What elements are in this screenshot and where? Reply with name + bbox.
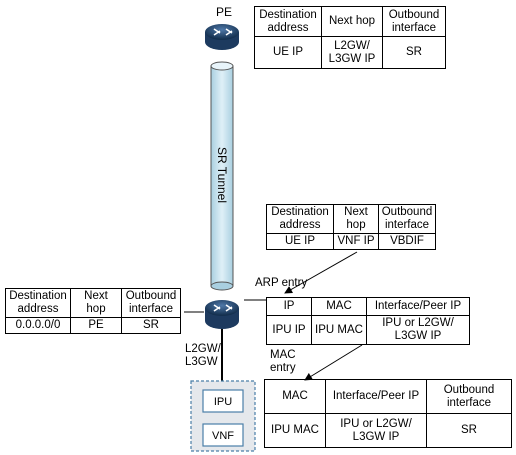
gateway-router-icon [205,300,239,329]
gateway-label-line1: L2GW/ [185,343,221,355]
arp-entry-label: ARP entry [255,277,308,289]
pe-table-header: Next hop [321,6,383,37]
mac-entry-label: MAC entry [270,349,296,375]
mac-table-cell: IPU MAC [264,413,326,448]
pe-table-header: Outbound interface [382,6,446,37]
arp-table-header: IP [266,297,312,316]
mac-table-cell: SR [426,413,512,448]
gw-table-cell: 0.0.0.0/0 [5,317,71,334]
vnf-table-cell: VNF IP [333,233,379,250]
sr-tunnel: SR Tunnel [210,61,234,291]
mac-entry-label-line2: entry [270,362,296,374]
pe-route-table: Destination address Next hop Outbound in… [254,6,446,69]
mac-table: MAC Interface/Peer IP Outbound interface… [264,379,512,448]
mac-entry-label-line1: MAC [270,349,296,361]
gateway-route-table: Destination address Next hop Outbound in… [5,288,181,334]
arp-table-cell: IPU or L2GW/ L3GW IP [366,315,470,345]
arp-table-cell: IPU MAC [311,315,367,345]
pe-table-header: Destination address [254,6,322,37]
pe-table-cell: SR [382,36,446,69]
mac-table-header: Interface/Peer IP [325,379,427,414]
vnf-table-cell: UE IP [266,233,334,250]
vnf-table-header: Destination address [266,204,334,234]
mac-table-arrow [304,344,363,381]
vnf-table-header: Outbound interface [378,204,436,234]
arp-table-header: Interface/Peer IP [366,297,470,316]
vnf-table-arrow [284,251,358,294]
ipu-box [202,389,244,413]
sr-tunnel-label: SR Tunnel [215,147,229,203]
ipu-label: IPU [214,396,232,408]
gw-table-header: Outbound interface [121,288,181,318]
pe-label: PE [216,5,232,19]
gw-table-cell: PE [70,317,122,334]
gateway-label-line2: L3GW [185,356,218,368]
arp-table: IP MAC Interface/Peer IP IPU IP IPU MAC … [266,297,470,345]
gw-table-header: Destination address [5,288,71,318]
arp-table-header: MAC [311,297,367,316]
pe-table-cell: L2GW/ L3GW IP [321,36,383,69]
pe-table-cell: UE IP [254,36,322,69]
vnf-label: VNF [212,430,234,442]
mac-table-header: Outbound interface [426,379,512,414]
vnf-box [202,423,244,447]
gw-table-cell: SR [121,317,181,334]
pe-router-icon [205,24,239,50]
arp-table-cell: IPU IP [266,315,312,345]
vnf-route-table: Destination address Next hop Outbound in… [266,204,436,250]
gw-table-header: Next hop [70,288,122,318]
mac-table-header: MAC [264,379,326,414]
gateway-label: L2GW/ L3GW [185,343,221,369]
vnf-table-cell: VBDIF [378,233,436,250]
vnf-table-header: Next hop [333,204,379,234]
mac-table-cell: IPU or L2GW/ L3GW IP [325,413,427,448]
